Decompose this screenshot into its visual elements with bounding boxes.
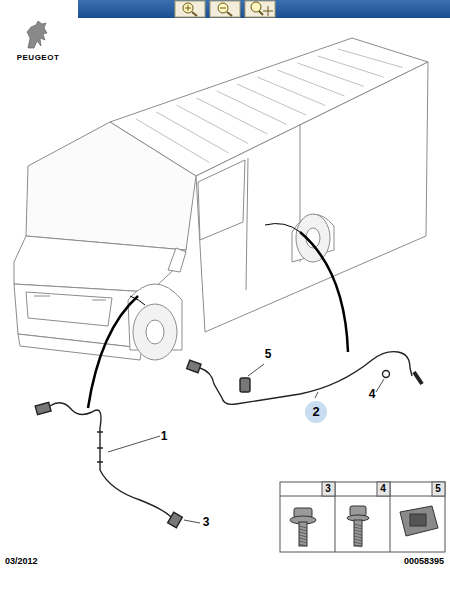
roof-rib — [277, 70, 344, 96]
front-hub — [146, 320, 164, 344]
roof-rib — [156, 112, 228, 153]
roof-rib — [257, 77, 325, 106]
thread-line — [299, 541, 307, 543]
front-wheel — [133, 304, 177, 360]
table-header-number: 3 — [325, 484, 331, 494]
callout-number: 1 — [161, 430, 168, 442]
windscreen — [26, 122, 196, 250]
flange-bolt-icon — [290, 508, 316, 546]
thread-line — [299, 538, 307, 540]
thread-line — [299, 529, 307, 531]
toolbar-blank — [0, 0, 78, 18]
leader-line — [108, 436, 160, 452]
thread-line — [354, 542, 362, 544]
bumper — [18, 334, 142, 360]
roof-rib — [136, 119, 209, 163]
thread-line — [354, 539, 362, 541]
parts-inset — [280, 482, 445, 552]
van-side — [196, 62, 428, 332]
callout-highlight — [305, 401, 327, 423]
table-header-number: 5 — [435, 484, 441, 494]
locator-line — [88, 296, 138, 408]
roof-rib — [237, 84, 306, 115]
front-wheel-speed-sensor — [35, 402, 200, 527]
clip-icon — [400, 506, 438, 536]
bolt-icon — [347, 506, 369, 546]
rear-wheel-speed-sensor — [187, 352, 422, 405]
leader-line — [248, 364, 264, 376]
sensor-wire-on-van — [130, 224, 300, 305]
table-header-number: 4 — [380, 484, 386, 494]
thread-line — [354, 533, 362, 535]
roof-rib — [298, 63, 365, 87]
thread-line — [299, 544, 307, 546]
rear-wheel — [296, 214, 330, 262]
thread-line — [354, 545, 362, 547]
toolbar — [0, 0, 450, 18]
bolt-threads — [299, 524, 362, 547]
grille — [26, 292, 112, 326]
door-window — [198, 160, 245, 240]
pan-zoom-button — [245, 1, 275, 17]
zoom-in-button — [175, 1, 205, 17]
thread-line — [354, 530, 362, 532]
illustration-number: 00058395 — [404, 557, 444, 566]
callout-number: 4 — [369, 388, 376, 400]
roof-rib — [197, 98, 268, 134]
leader-line — [315, 392, 318, 398]
leader-line — [184, 520, 200, 523]
roof-ribs — [136, 49, 403, 163]
leader-line — [376, 379, 384, 392]
thread-line — [299, 535, 307, 537]
thread-line — [299, 532, 307, 534]
van-body — [14, 38, 428, 360]
door-line — [246, 124, 300, 290]
roof-rib — [338, 49, 403, 68]
rear-wheel-arch — [292, 214, 334, 262]
headlamp — [34, 296, 106, 300]
mirror — [168, 248, 186, 272]
peugeot-lion-logo — [27, 21, 47, 48]
brand-name: PEUGEOT — [17, 54, 60, 62]
zoom-out-button — [210, 1, 240, 17]
thread-line — [354, 527, 362, 529]
roof-rib — [177, 105, 249, 144]
roof-rib — [217, 91, 287, 125]
locator-line — [300, 232, 348, 352]
date-code: 03/2012 — [5, 557, 38, 566]
callout-number: 5 — [265, 348, 272, 360]
callout-number: 2 — [312, 405, 319, 418]
thread-line — [354, 536, 362, 538]
bonnet — [14, 236, 186, 292]
thread-line — [354, 524, 362, 526]
thread-line — [299, 526, 307, 528]
callout-number: 3 — [203, 516, 210, 528]
